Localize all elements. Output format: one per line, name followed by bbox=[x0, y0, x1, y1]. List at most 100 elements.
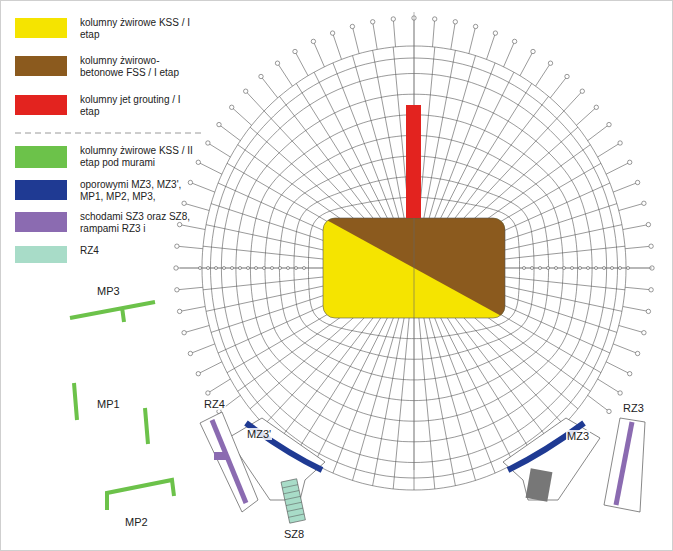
grid-radial bbox=[353, 318, 399, 480]
grid-radial bbox=[429, 56, 475, 218]
axis-dot bbox=[255, 267, 258, 270]
grid-radial bbox=[353, 56, 399, 218]
axis-dot bbox=[207, 267, 210, 270]
pylon-stem bbox=[219, 125, 240, 141]
grid-radial bbox=[464, 318, 564, 425]
pylon bbox=[618, 391, 622, 395]
legend-swatch bbox=[15, 212, 67, 232]
structure-label: MP1 bbox=[96, 398, 121, 410]
pylon bbox=[649, 288, 653, 292]
structure-label: MP2 bbox=[124, 516, 149, 528]
pylon bbox=[635, 351, 639, 355]
pylon bbox=[628, 160, 632, 164]
grid-radial bbox=[218, 183, 325, 231]
grid-radial bbox=[250, 317, 354, 409]
pylon-stem bbox=[606, 162, 630, 174]
pylon-stem bbox=[598, 143, 621, 157]
ramp-rz4 bbox=[200, 412, 258, 512]
pylon bbox=[565, 74, 569, 78]
pylon-stem bbox=[588, 395, 609, 411]
legend-swatch bbox=[15, 95, 67, 115]
axis-dot bbox=[231, 267, 234, 270]
legend-text: kolumny żwirowe KSS / II etap pod murami bbox=[80, 145, 202, 169]
legend-swatch bbox=[15, 146, 67, 168]
grid-radial bbox=[455, 318, 549, 440]
grid-radial bbox=[206, 225, 323, 250]
pitch-columns bbox=[323, 105, 505, 318]
pylon-stem bbox=[469, 27, 476, 54]
grid-radial bbox=[441, 318, 514, 464]
pylon bbox=[259, 74, 263, 78]
pitch-outline bbox=[323, 218, 505, 318]
structure-label: MZ3 bbox=[566, 430, 590, 442]
pylon bbox=[635, 180, 639, 184]
grid-radial bbox=[496, 312, 601, 373]
pylon bbox=[646, 222, 650, 226]
pylon bbox=[391, 17, 395, 21]
grid-radial bbox=[505, 204, 617, 241]
grid-radial bbox=[264, 318, 364, 425]
stairs-sz3 bbox=[526, 468, 553, 501]
retaining-walls-mp bbox=[70, 302, 174, 510]
pylon-stem bbox=[295, 52, 308, 76]
grid-radial bbox=[296, 318, 380, 453]
pylon bbox=[607, 122, 611, 126]
legend-text: kolumny jet grouting / I etap bbox=[80, 94, 202, 118]
grid-radial bbox=[503, 305, 610, 353]
pylon bbox=[512, 39, 516, 43]
pylon-stem bbox=[278, 63, 293, 86]
pylon bbox=[175, 288, 179, 292]
pylon-stem bbox=[588, 125, 609, 141]
grid-radial bbox=[206, 286, 323, 311]
pylon bbox=[493, 31, 497, 35]
axis-dot bbox=[595, 267, 598, 270]
axis-dot bbox=[547, 267, 550, 270]
grid-radial bbox=[441, 72, 514, 218]
grid-radial bbox=[505, 225, 622, 250]
pylon-stem bbox=[433, 19, 435, 47]
axis-dot bbox=[627, 267, 630, 270]
pylon bbox=[433, 17, 437, 21]
grid-radial bbox=[333, 63, 393, 218]
grid-radial bbox=[505, 277, 625, 290]
axis-dot bbox=[247, 267, 250, 270]
grid-radial bbox=[429, 318, 475, 480]
pylon bbox=[206, 391, 210, 395]
pylon-stem bbox=[352, 27, 359, 54]
grid-radial bbox=[211, 296, 323, 333]
legend-swatch bbox=[15, 180, 67, 200]
axis-dot bbox=[215, 267, 218, 270]
pylon bbox=[293, 49, 297, 53]
pylon bbox=[182, 201, 186, 205]
pylon-stem bbox=[504, 41, 515, 66]
grid-radial bbox=[505, 246, 625, 259]
legend-divider bbox=[15, 133, 205, 134]
pylon-stem bbox=[487, 33, 496, 59]
grid-radial bbox=[455, 96, 549, 218]
grid-radial bbox=[503, 183, 610, 231]
axis-dot bbox=[555, 267, 558, 270]
pylon-stem bbox=[550, 77, 567, 98]
axis-dot bbox=[295, 267, 298, 270]
axis-dot bbox=[279, 267, 282, 270]
pylon bbox=[350, 24, 354, 28]
grid-radial bbox=[474, 127, 578, 219]
pylon bbox=[275, 61, 279, 65]
axis-dot bbox=[239, 267, 242, 270]
grid-radial bbox=[280, 318, 374, 440]
axis-dot bbox=[587, 267, 590, 270]
grid-radial bbox=[486, 316, 591, 392]
axis-dot bbox=[303, 267, 306, 270]
structure-label: MZ3' bbox=[246, 428, 272, 440]
pylon bbox=[531, 49, 535, 53]
grid-radial bbox=[419, 47, 435, 218]
pylon-stem bbox=[613, 344, 637, 354]
pylon bbox=[188, 180, 192, 184]
grid-radial bbox=[203, 277, 323, 290]
legend-text: kolumny żwirowo-betonowe FSS / I etap bbox=[80, 55, 202, 79]
ramp-rz3 bbox=[604, 418, 645, 512]
axis-dot bbox=[531, 267, 534, 270]
structure-label: RZ3 bbox=[622, 402, 645, 414]
